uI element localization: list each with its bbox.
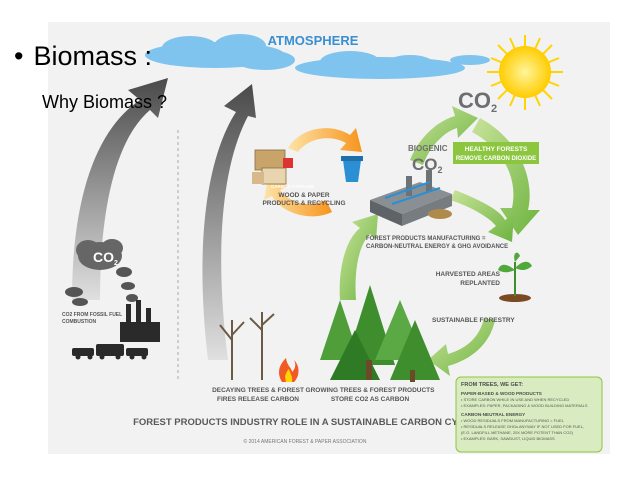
atmosphere-clouds <box>145 34 490 79</box>
manufacturing-plant-icon <box>370 170 452 226</box>
co2-top-label: CO2 <box>458 88 497 115</box>
manufacturing-label-1: FOREST PRODUCTS MANUFACTURING = <box>366 236 486 242</box>
decay-co2-arrow <box>202 84 256 360</box>
box-section1-title: PAPER-BASED & WOOD PRODUCTS <box>461 391 542 396</box>
copyright-label: © 2014 AMERICAN FOREST & PAPER ASSOCIATI… <box>244 438 367 445</box>
harvested-label-2: REPLANTED <box>460 280 500 287</box>
atmosphere-label: ATMOSPHERE <box>268 33 359 48</box>
growing-forest-icon <box>320 285 440 382</box>
co2-cloud-icon <box>76 239 123 270</box>
box-section2-item: • EXAMPLES: BARK, SAWDUST, LIQUID BIOMAS… <box>461 436 555 441</box>
box-section2-item: • WOOD RESIDUALS FROM MANUFACTURING = FU… <box>461 418 565 423</box>
decaying-label-1: DECAYING TREES & FOREST <box>212 387 304 394</box>
wood-paper-label-1: WOOD & PAPER <box>278 192 329 199</box>
bullet-text: Biomass : <box>33 41 152 71</box>
harvested-label-1: HARVESTED AREAS <box>436 271 501 278</box>
healthy-forests-label-2: REMOVE CARBON DIOXIDE <box>456 156 536 162</box>
bullet-dot: • <box>14 41 24 71</box>
healthy-forests-arrow <box>472 118 540 235</box>
vehicles-icon <box>72 344 148 360</box>
sustainable-arrow <box>428 318 495 376</box>
fossil-co2-label: CO2 <box>93 249 118 267</box>
recycle-arrow-top <box>288 128 362 152</box>
biogenic-up-arrow <box>410 106 478 165</box>
growing-label-1: GROWING TREES & FOREST PRODUCTS <box>306 387 436 394</box>
subheading: Why Biomass ? <box>42 92 168 112</box>
decaying-trees-icon <box>219 312 275 380</box>
fossil-label-2: COMBUSTION <box>62 319 97 325</box>
diagram-title: FOREST PRODUCTS INDUSTRY ROLE IN A SUSTA… <box>133 417 477 428</box>
healthy-forests-badge <box>453 142 539 164</box>
carbon-storage-label: CARBON STORAGE <box>271 184 314 189</box>
decaying-label-2: FIRES RELEASE CARBON <box>217 396 299 403</box>
carbon-storage-products <box>252 149 293 185</box>
manufacturing-label-2: CARBON-NEUTRAL ENERGY & GHG AVOIDANCE <box>366 244 508 250</box>
box-section2-item: • RESIDUALS RELEASE GHGs ANYWAY IF NOT U… <box>461 424 584 429</box>
box-section2-title: CARBON-NEUTRAL ENERGY <box>461 412 525 417</box>
bullet-heading: • Biomass : <box>14 41 152 72</box>
growing-label-2: STORE CO2 AS CARBON <box>331 396 410 403</box>
biogenic-co2-label: CO2 <box>412 155 443 175</box>
healthy-forests-label-1: HEALTHY FORESTS <box>465 146 528 153</box>
smoke-puffs <box>65 267 138 306</box>
box-heading: FROM TREES, WE GET: <box>461 382 523 388</box>
recycling-bin-icon <box>341 156 363 182</box>
fossil-label-1: CO2 FROM FOSSIL FUEL <box>62 312 122 318</box>
sun-icon <box>487 35 563 110</box>
growing-up-arrow <box>339 214 378 300</box>
to-harvest-arrow <box>450 190 514 242</box>
biogenic-label: BIOGENIC <box>408 144 448 153</box>
box-section2-item: (E.G. LANDFILL METHANE, 20X MORE POTENT … <box>461 430 574 435</box>
recycle-arrow-bottom <box>264 178 332 217</box>
forest-fire-icon <box>279 358 299 382</box>
factory-icon <box>120 300 160 342</box>
box-section1-item: • STORE CARBON WHILE IN USE AND WHEN REC… <box>461 397 569 402</box>
seedling-icon <box>498 252 532 302</box>
from-trees-box <box>455 376 603 453</box>
wood-paper-label-2: PRODUCTS & RECYCLING <box>262 200 345 207</box>
box-section1-item: • EXAMPLES: PAPER, PACKAGING & WOOD BUIL… <box>461 403 588 408</box>
sustainable-forestry-label: SUSTAINABLE FORESTRY <box>432 317 515 324</box>
